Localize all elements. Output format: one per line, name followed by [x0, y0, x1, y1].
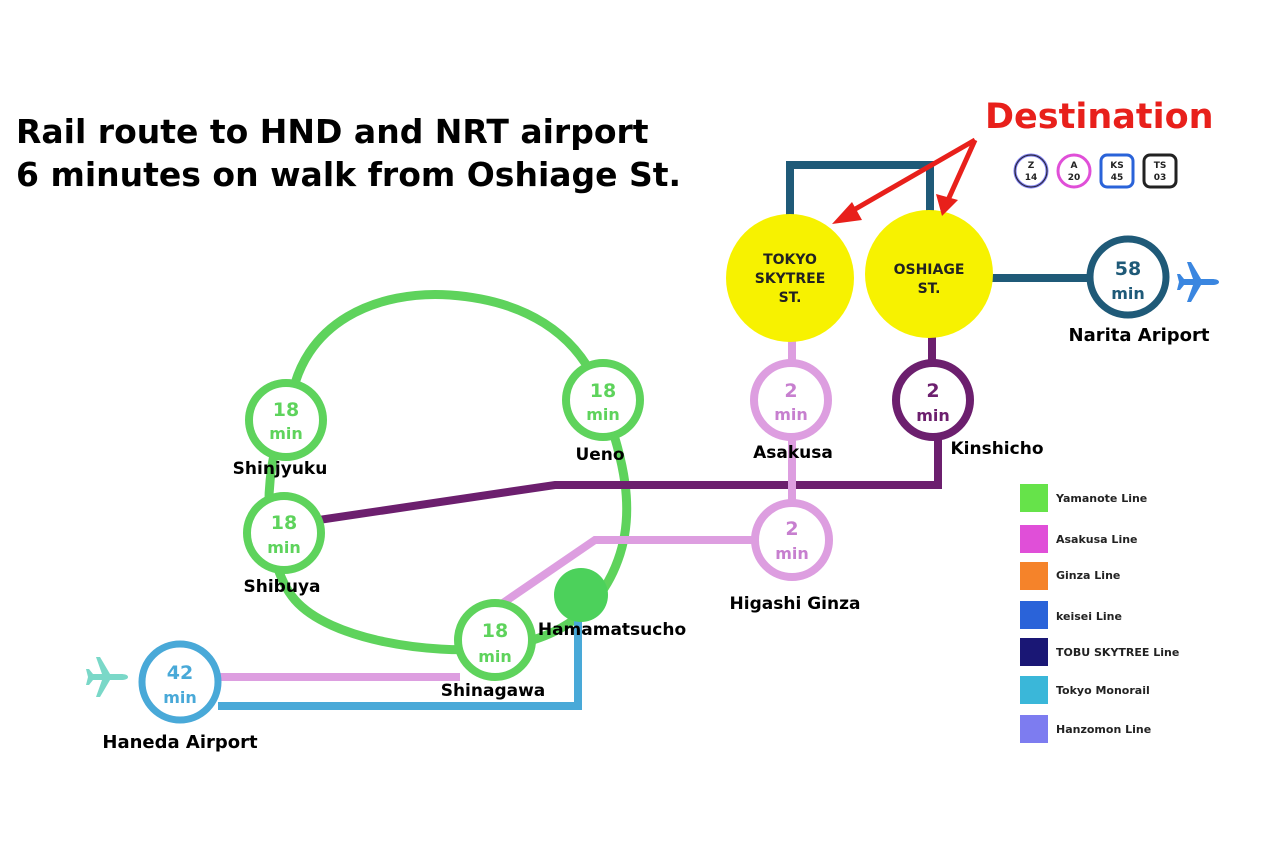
yamanote-line	[264, 289, 632, 655]
monorail-line	[218, 600, 582, 710]
narita-label: Narita Ariport	[1069, 325, 1210, 346]
asakusa-label: Asakusa	[753, 443, 833, 463]
shinjyuku-station	[245, 379, 327, 461]
asakusa-minutes: 2	[784, 380, 797, 402]
legend-swatch-ginza	[1020, 562, 1048, 590]
asakusa-line	[497, 536, 755, 609]
legend-label-hanzomon: Hanzomon Line	[1056, 723, 1151, 736]
legend-label-yamanote: Yamanote Line	[1055, 492, 1147, 505]
kinshicho-station	[892, 359, 974, 441]
kinshicho-label: Kinshicho	[950, 439, 1043, 459]
legend-swatch-hanzomon	[1020, 715, 1048, 743]
narita-unit: min	[1111, 284, 1145, 303]
hamamatsucho-label: Hamamatsucho	[538, 620, 686, 640]
kinshicho-unit: min	[916, 406, 950, 425]
tokyo-skytree-label-2: SKYTREE	[755, 271, 826, 287]
badge-a20-b: 20	[1068, 173, 1081, 183]
badge-a20-a: A	[1071, 161, 1078, 171]
legend-label-ginza: Ginza Line	[1056, 569, 1120, 582]
higashi-ginza-station	[751, 499, 833, 581]
ueno-minutes: 18	[590, 380, 616, 402]
line-code-badges: Z 14 A 20 KS 45 TS 03	[1013, 153, 1178, 189]
ueno-label: Ueno	[575, 445, 624, 465]
higashi-ginza-unit: min	[775, 544, 809, 563]
legend: Yamanote Line Asakusa Line Ginza Line ke…	[1020, 484, 1179, 743]
badge-ks45-a: KS	[1110, 161, 1123, 171]
tokyo-skytree-label-1: TOKYO	[763, 252, 817, 268]
legend-label-tobu: TOBU SKYTREE Line	[1056, 646, 1179, 659]
legend-swatch-tobu	[1020, 638, 1048, 666]
badge-ks45-b: 45	[1111, 173, 1124, 183]
shibuya-unit: min	[267, 538, 301, 557]
badge-ts03-b: 03	[1154, 173, 1167, 183]
tokyo-skytree-label-3: ST.	[779, 290, 802, 306]
hamamatsucho-station	[554, 568, 608, 622]
legend-label-monorail: Tokyo Monorail	[1056, 684, 1150, 697]
shinjyuku-label: Shinjyuku	[233, 459, 328, 479]
shinjyuku-unit: min	[269, 424, 303, 443]
airplane-icon	[1177, 262, 1219, 302]
legend-swatch-asakusa	[1020, 525, 1048, 553]
shibuya-station	[243, 492, 325, 574]
legend-swatch-monorail	[1020, 676, 1048, 704]
hanzomon-line	[284, 430, 942, 529]
shinagawa-unit: min	[478, 647, 512, 666]
asakusa-unit: min	[774, 405, 808, 424]
haneda-station	[138, 640, 222, 724]
asakusa-station	[750, 359, 832, 441]
destination-arrows	[832, 137, 978, 224]
badge-z14-b: 14	[1025, 173, 1038, 183]
shinagawa-station	[454, 599, 536, 681]
oshiage-station	[865, 210, 993, 338]
page-title-line-1: Rail route to HND and NRT airport	[16, 112, 649, 151]
oshiage-label-2: ST.	[918, 281, 941, 297]
haneda-label: Haneda Airport	[102, 732, 258, 753]
badge-ts03-a: TS	[1154, 161, 1167, 171]
haneda-minutes: 42	[167, 662, 193, 684]
shinagawa-label: Shinagawa	[441, 681, 546, 701]
narita-minutes: 58	[1115, 258, 1141, 280]
higashi-ginza-minutes: 2	[785, 518, 798, 540]
destination-label: Destination	[985, 97, 1214, 137]
legend-label-keisei: keisei Line	[1056, 610, 1122, 623]
oshiage-label-1: OSHIAGE	[894, 262, 965, 278]
airplane-icon	[86, 657, 128, 697]
narita-station	[1086, 235, 1170, 319]
page-title-line-2: 6 minutes on walk from Oshiage St.	[16, 155, 682, 194]
higashi-ginza-label: Higashi Ginza	[730, 594, 861, 614]
shinagawa-minutes: 18	[482, 620, 508, 642]
tokyo-skytree-station	[726, 214, 854, 342]
keisei-skytree-link	[786, 161, 934, 225]
ueno-unit: min	[586, 405, 620, 424]
shibuya-label: Shibuya	[244, 577, 321, 597]
shibuya-minutes: 18	[271, 512, 297, 534]
legend-label-asakusa: Asakusa Line	[1056, 533, 1138, 546]
kinshicho-minutes: 2	[926, 380, 939, 402]
legend-swatch-keisei	[1020, 601, 1048, 629]
badge-z14-a: Z	[1028, 161, 1035, 171]
legend-swatch-yamanote	[1020, 484, 1048, 512]
shinjyuku-minutes: 18	[273, 399, 299, 421]
ueno-station	[562, 359, 644, 441]
haneda-unit: min	[163, 688, 197, 707]
